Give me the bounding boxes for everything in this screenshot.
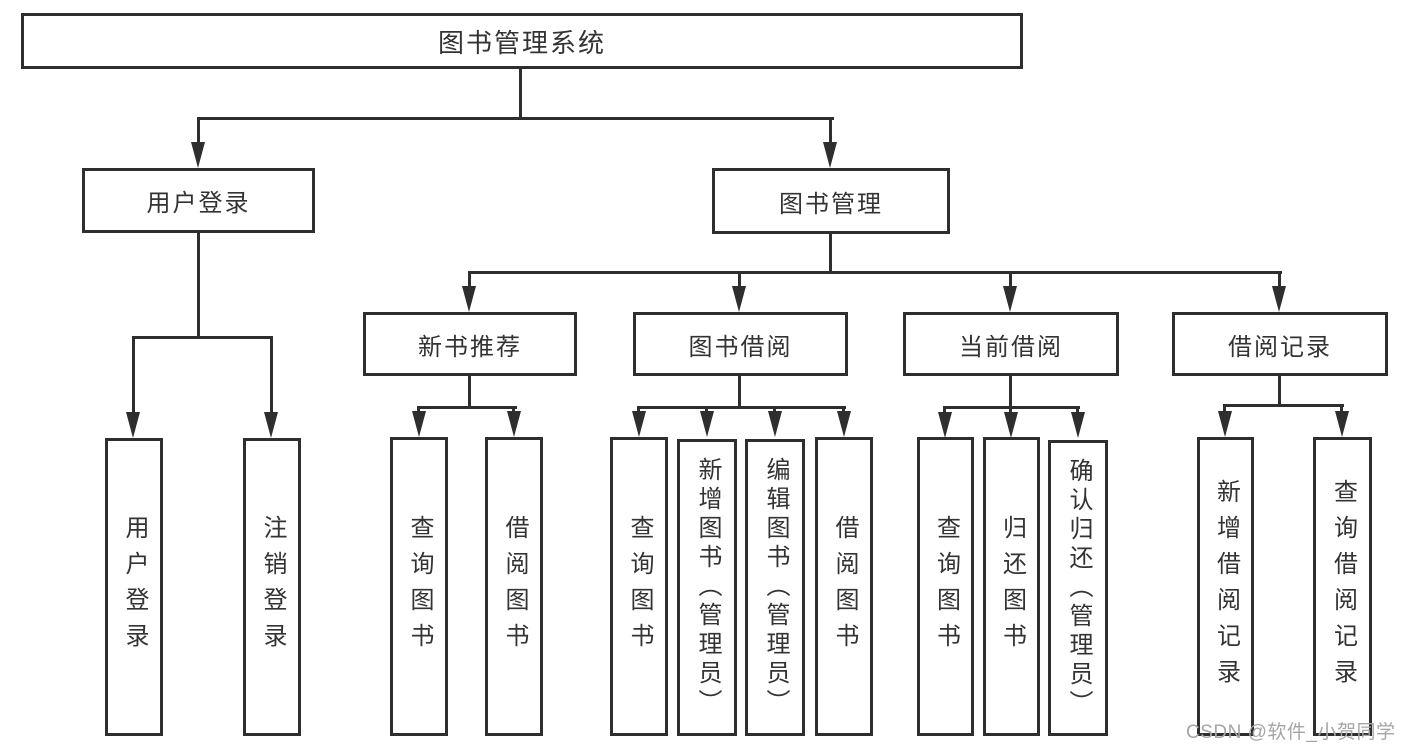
node-book-management: 图书管理 [712,168,950,234]
leaf-label: 用户登录 [121,515,148,659]
connector-drop [1076,406,1079,414]
arrow-down-icon [837,411,851,437]
arrow-down-icon [126,412,140,438]
leaf-label: 归还图书 [998,514,1026,659]
node-leaf-query-book-1: 查询图书 [390,437,448,736]
arrow-down-icon [1004,412,1018,438]
connector-drop [132,336,135,412]
leaf-label: 新增图书（管理员） [694,457,721,718]
connector-stem [1278,375,1281,407]
leaf-label: 新增借阅记录 [1212,478,1240,695]
leaf-label: 借阅图书 [831,514,858,659]
connector-drop [1223,404,1226,413]
connector-root-bus [197,117,834,120]
arrow-down-icon [700,411,714,437]
connector-bus [637,406,846,409]
arrow-down-icon [1218,411,1232,437]
arrow-down-icon [823,142,837,168]
watermark: CSDN @软件_小贺同学 [1186,722,1396,743]
connector-stem [738,375,741,409]
leaf-label: 查询图书 [626,514,653,659]
connector-drop [512,406,515,414]
leaf-label: 查询图书 [406,514,433,659]
node-new-book-recommend: 新书推荐 [363,312,577,376]
node-leaf-confirm-return-admin: 确认归还（管理员） [1048,440,1108,736]
arrow-down-icon [507,411,521,437]
node-leaf-add-book-admin: 新增图书（管理员） [677,439,737,736]
arrow-down-icon [191,142,205,168]
node-leaf-borrow-book-1: 借阅图书 [485,437,543,736]
arrow-down-icon [1272,286,1286,312]
connector-drop [1009,406,1012,414]
connector-drop [1340,404,1343,413]
arrow-down-icon [264,412,278,438]
node-root: 图书管理系统 [21,13,1023,69]
connector-stem [197,231,200,338]
arrow-down-icon [768,411,782,437]
connector-drop [1278,271,1281,291]
connector-stem [468,375,471,409]
leaf-label: 确认归还（管理员） [1065,457,1092,719]
arrow-down-icon [462,286,476,312]
connector-drop [468,271,471,291]
connector-drop [829,117,832,145]
arrow-down-icon [412,411,426,437]
node-leaf-return-book: 归还图书 [983,437,1040,736]
connector-root-stem [519,68,522,118]
arrow-down-icon [732,286,746,312]
arrow-down-icon [632,411,646,437]
arrow-down-icon [1335,411,1349,437]
connector-drop [705,406,708,414]
leaf-label: 借阅图书 [501,514,528,659]
connector-drop [842,406,845,414]
connector-drop [637,406,640,414]
node-current-borrow: 当前借阅 [903,312,1119,376]
connector-drop [270,336,273,412]
node-book-borrow: 图书借阅 [633,312,848,376]
connector-bus [468,271,1282,274]
node-leaf-logout: 注销登录 [243,438,301,736]
node-leaf-query-book-2: 查询图书 [610,437,668,736]
node-user-login: 用户登录 [82,168,315,233]
connector-drop [943,406,946,414]
connector-drop [1009,271,1012,291]
leaf-label: 查询借阅记录 [1329,478,1357,695]
node-borrow-records: 借阅记录 [1172,312,1388,376]
arrow-down-icon [938,412,952,438]
connector-stem [829,232,832,274]
arrow-down-icon [1003,286,1017,312]
node-leaf-user-login: 用户登录 [105,438,163,736]
arrow-down-icon [1071,412,1085,438]
leaf-label: 查询图书 [932,514,960,659]
connector-bus [1223,404,1344,407]
connector-drop [773,406,776,414]
leaf-label: 编辑图书（管理员） [762,457,789,718]
node-leaf-query-borrow-record: 查询借阅记录 [1313,437,1372,736]
connector-bus [132,336,273,339]
leaf-label: 注销登录 [259,515,286,659]
node-leaf-edit-book-admin: 编辑图书（管理员） [745,439,805,736]
node-leaf-add-borrow-record: 新增借阅记录 [1197,437,1254,736]
node-leaf-query-book-3: 查询图书 [917,437,974,736]
node-leaf-borrow-book-2: 借阅图书 [815,437,873,736]
connector-drop [417,406,420,414]
connector-bus [417,406,517,409]
connector-drop [738,271,741,291]
connector-drop [197,117,200,145]
connector-stem [1009,375,1012,409]
